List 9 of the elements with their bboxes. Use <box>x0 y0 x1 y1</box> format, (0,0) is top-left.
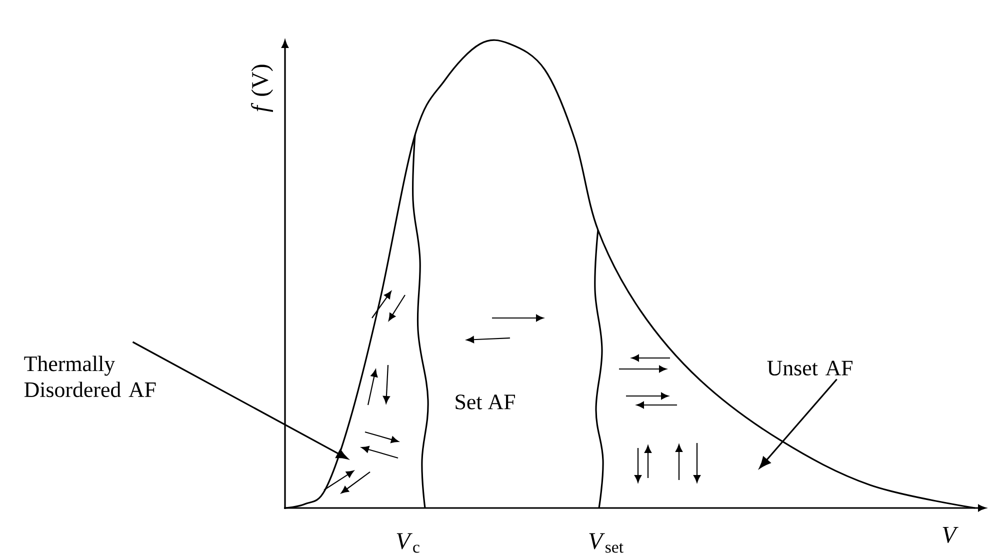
region-label: Thermally Disordered AF <box>24 356 156 398</box>
axis-label: V$_{set}$ <box>589 533 624 553</box>
arrow <box>132 341 348 460</box>
arrow <box>759 378 838 468</box>
axis-label: V$_{c}$ <box>396 533 420 553</box>
region-label: Set AF <box>456 394 515 410</box>
axis-label: f (V) <box>251 64 273 112</box>
axis-label: V <box>942 526 958 543</box>
region-label: Unset AF <box>767 360 852 376</box>
